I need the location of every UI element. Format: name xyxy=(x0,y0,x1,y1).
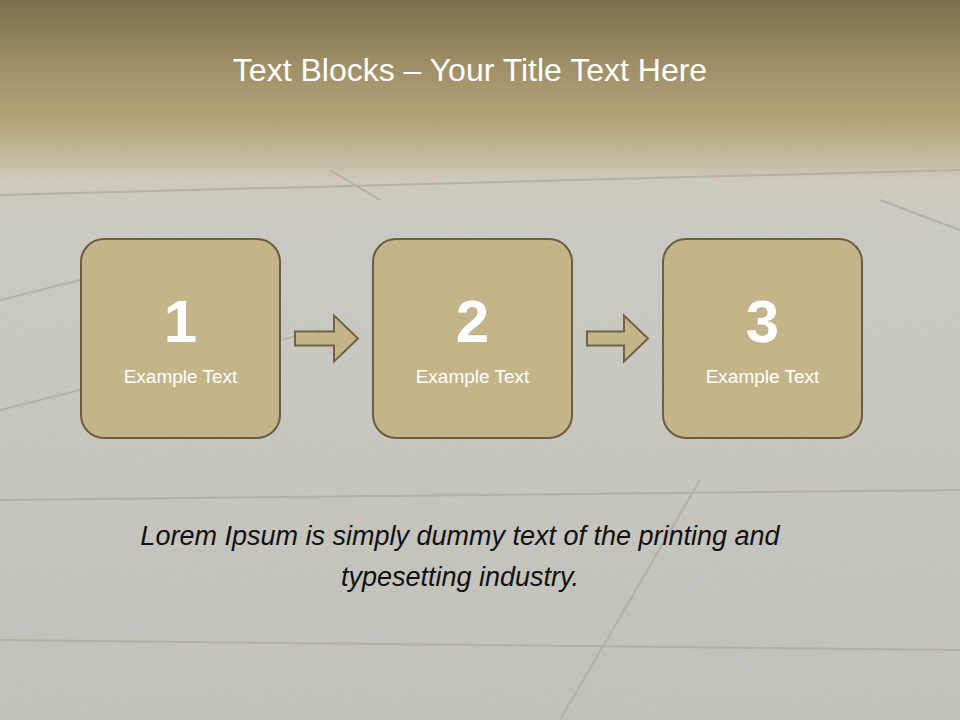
step-number: 2 xyxy=(456,290,489,354)
step-box: 1Example Text xyxy=(80,238,281,439)
step-text: Example Text xyxy=(416,366,530,388)
step-text: Example Text xyxy=(706,366,820,388)
block-arrow xyxy=(295,316,358,362)
step-number: 3 xyxy=(746,290,779,354)
caption-text: Lorem Ipsum is simply dummy text of the … xyxy=(100,516,820,598)
step-number: 1 xyxy=(164,290,197,354)
step-text: Example Text xyxy=(124,366,238,388)
step-box: 3Example Text xyxy=(662,238,863,439)
step-box: 2Example Text xyxy=(372,238,573,439)
block-arrow xyxy=(587,316,648,362)
slide-title: Text Blocks – Your Title Text Here xyxy=(0,52,940,89)
